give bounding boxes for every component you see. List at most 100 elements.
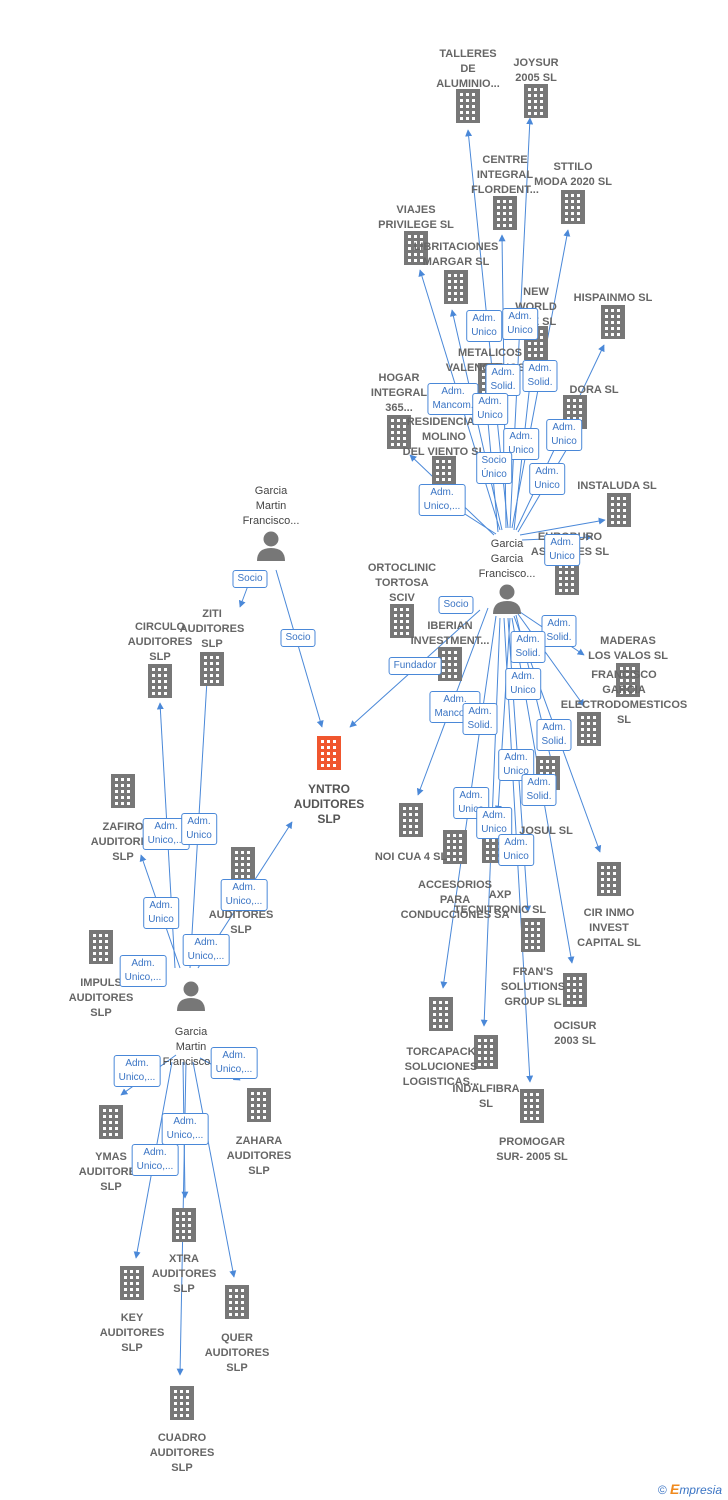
building-icon[interactable] — [493, 196, 517, 230]
socio-tag-3: Socio — [438, 596, 474, 614]
adm-solid-tag-4: Adm. Solid. — [510, 631, 546, 663]
building-icon[interactable] — [444, 270, 468, 304]
adm-unico-tag-5: Adm. Unico — [546, 419, 582, 451]
building-icon[interactable] — [563, 973, 587, 1007]
building-icon[interactable] — [474, 1035, 498, 1069]
company-label-n-yntro[interactable]: YNTRO AUDITORES SLP — [293, 782, 365, 826]
building-icon[interactable] — [443, 830, 467, 864]
company-label-n-zahara[interactable]: ZAHARA AUDITORES SLP — [226, 1135, 292, 1177]
building-icon[interactable] — [111, 774, 135, 808]
building-icon[interactable] — [456, 89, 480, 123]
building-icon[interactable] — [172, 1208, 196, 1242]
company-label-n-hogar[interactable]: HOGAR INTEGRAL 365... — [370, 372, 428, 414]
building-icon[interactable] — [399, 803, 423, 837]
company-label-n-molino[interactable]: RESIDENCIAL MOLINO DEL VIENTO SL — [402, 416, 486, 458]
building-icon[interactable] — [438, 647, 462, 681]
building-icon[interactable] — [120, 1266, 144, 1300]
building-icon[interactable] — [390, 604, 414, 638]
adm-unico-multi-tag-6: Adm. Unico,... — [113, 1055, 161, 1087]
adm-mancom-tag-1: Adm. Mancom. — [427, 383, 479, 415]
adm-unico-tag-2: Adm. Unico — [502, 308, 538, 340]
company-label-n-dora[interactable]: DORA SL — [569, 384, 619, 396]
company-label-n-torcapack[interactable]: TORCAPACK SOLUCIONES LOGISTICAS... — [402, 1046, 480, 1088]
building-icon[interactable] — [524, 84, 548, 118]
company-label-n-francisco-garcia[interactable]: FRANCISCO GARCIA ELECTRODOMESTICOS SL — [560, 669, 688, 726]
building-icon[interactable] — [404, 231, 428, 265]
building-icon[interactable] — [89, 930, 113, 964]
company-label-n-key[interactable]: KEY AUDITORES SLP — [99, 1312, 165, 1354]
adm-unico-multi-tag-3: Adm. Unico,... — [220, 879, 268, 911]
adm-unico-tag-1: Adm. Unico — [466, 310, 502, 342]
building-icon[interactable] — [99, 1105, 123, 1139]
building-icon[interactable] — [148, 664, 172, 698]
company-label-n-promogar[interactable]: PROMOGAR SUR- 2005 SL — [496, 1136, 568, 1163]
building-icon[interactable] — [577, 712, 601, 746]
adm-unico-tag-3: Adm. Unico — [472, 393, 508, 425]
person-label-p-ggf[interactable]: Garcia Garcia Francisco... — [478, 538, 536, 580]
company-label-n-indalfibra[interactable]: INDALFIBRA SL — [452, 1083, 520, 1110]
building-icon[interactable] — [429, 997, 453, 1031]
adm-unico-tag-10: Adm. Unico — [453, 787, 489, 819]
person-icon[interactable] — [177, 981, 205, 1012]
building-icon[interactable] — [231, 847, 255, 881]
building-icon[interactable] — [170, 1386, 194, 1420]
adm-unico-multi-tag-7: Adm. Unico,... — [210, 1047, 258, 1079]
adm-unico-multi-tag-1: Adm. Unico,... — [418, 484, 466, 516]
building-icon[interactable] — [387, 415, 411, 449]
building-icon[interactable] — [247, 1088, 271, 1122]
company-label-n-sttilo[interactable]: STTILO MODA 2020 SL — [534, 161, 612, 188]
adm-unico-tag-6: Adm. Unico — [529, 463, 565, 495]
relation-edge — [192, 1061, 237, 1278]
copyright-symbol: © — [657, 1483, 667, 1497]
company-label-n-xtra[interactable]: XTRA AUDITORES SLP — [151, 1253, 217, 1295]
company-label-n-frans[interactable]: FRAN'S SOLUTIONS GROUP SL — [500, 966, 566, 1008]
adm-solid-tag-5: Adm. Solid. — [462, 703, 498, 735]
company-label-n-iberian[interactable]: IBERIAN INVESTMENT... — [410, 620, 490, 647]
company-label-n-maderas[interactable]: MADERAS LOS VALOS SL — [588, 635, 668, 662]
company-label-n-ortoclinic[interactable]: ORTOCLINIC TORTOSA SCIV — [367, 562, 437, 604]
building-icon[interactable] — [601, 305, 625, 339]
person-label-p-gmf-top[interactable]: Garcia Martin Francisco... — [242, 485, 300, 527]
building-icon[interactable] — [520, 1089, 544, 1123]
company-label-n-joysur[interactable]: JOYSUR 2005 SL — [513, 57, 559, 84]
building-icon[interactable] — [225, 1285, 249, 1319]
company-label-n-aud[interactable]: AUDITORES SLP — [208, 909, 274, 936]
building-icon[interactable] — [561, 190, 585, 224]
company-label-n-ocisur[interactable]: OCISUR 2003 SL — [553, 1020, 597, 1047]
company-label-n-instaluda[interactable]: INSTALUDA SL — [577, 480, 657, 492]
person-icon[interactable] — [493, 584, 521, 615]
adm-solid-tag-1: Adm. Solid. — [485, 364, 521, 396]
company-label-n-circulo[interactable]: CIRCULO AUDITORES SLP — [127, 621, 193, 663]
company-label-n-cuadro[interactable]: CUADRO AUDITORES SLP — [149, 1432, 215, 1474]
company-label-n-libritaciones[interactable]: LIBRITACIONES MARGAR SL — [413, 241, 499, 268]
person-label-p-gmf-bottom[interactable]: Garcia Martin Francisco... — [162, 1026, 220, 1068]
building-icon[interactable] — [521, 918, 545, 952]
company-label-n-talleres[interactable]: TALLERES DE ALUMINIO... — [436, 48, 500, 90]
building-icon[interactable] — [607, 493, 631, 527]
building-icon[interactable] — [616, 663, 640, 697]
company-label-n-ymas[interactable]: YMAS AUDITORES SLP — [78, 1151, 144, 1193]
building-icon[interactable] — [200, 652, 224, 686]
socio-tag-2: Socio — [280, 629, 316, 647]
adm-unico-tag-14: Adm. Unico — [143, 897, 179, 929]
building-icon[interactable] — [597, 862, 621, 896]
building-icon[interactable] — [555, 561, 579, 595]
fundador-tag: Fundador — [388, 657, 442, 675]
company-label-n-noicua[interactable]: NOI CUA 4 SL — [374, 851, 448, 863]
adm-unico-multi-tag-8: Adm. Unico,... — [161, 1113, 209, 1145]
company-label-n-cirinmo[interactable]: CIR INMO INVEST CAPITAL SL — [577, 907, 641, 949]
company-label-n-zafiro[interactable]: ZAFIRO AUDITORES SLP — [90, 821, 156, 863]
adm-unico-multi-tag-4: Adm. Unico,... — [182, 934, 230, 966]
company-label-n-accesorios[interactable]: ACCESORIOS PARA CONDUCCIONES SA — [400, 879, 510, 921]
adm-unico-tag-8: Adm. Unico — [505, 668, 541, 700]
company-label-n-centre[interactable]: CENTRE INTEGRAL FLORDENT... — [471, 154, 539, 196]
company-label-n-axp[interactable]: AXP TECNITRONIC SL — [453, 889, 547, 916]
relation-edge — [517, 613, 585, 707]
building-icon[interactable] — [317, 736, 341, 770]
company-label-n-ziti[interactable]: ZITI AUDITORES SLP — [179, 608, 245, 650]
company-label-n-viajes[interactable]: VIAJES PRIVILEGE SL — [378, 204, 454, 231]
company-label-n-impuls[interactable]: IMPULS AUDITORES SLP — [68, 977, 134, 1019]
company-label-n-hispainmo[interactable]: HISPAINMO SL — [573, 292, 653, 304]
person-icon[interactable] — [257, 531, 285, 562]
company-label-n-quer[interactable]: QUER AUDITORES SLP — [204, 1332, 270, 1374]
